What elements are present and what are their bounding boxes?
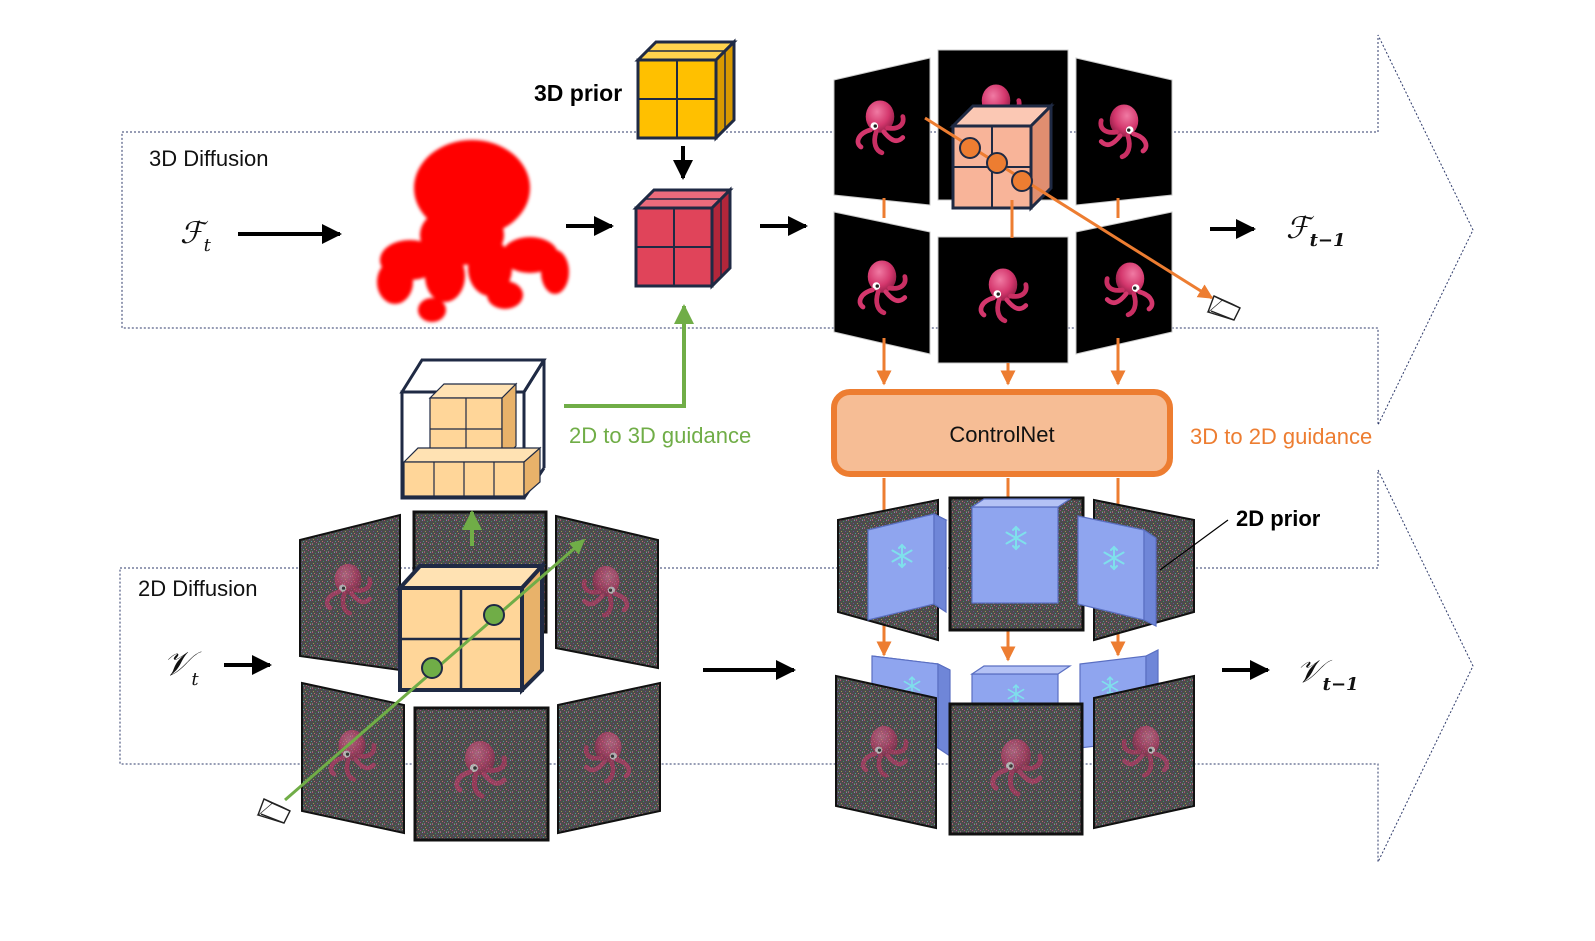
math-f-t-minus-1: ℱt−1: [1286, 211, 1346, 251]
diffusion-3d-label: 3D Diffusion: [149, 146, 268, 171]
math-f-t: ℱt: [180, 216, 212, 256]
render-view: [833, 211, 931, 355]
math-v-t: 𝒱t: [163, 644, 202, 690]
controlnet-label: ControlNet: [949, 422, 1054, 447]
render-view: [1075, 57, 1173, 206]
noisy-views-right-bottom: [835, 674, 1195, 836]
arrow-band-3d: [121, 34, 1474, 426]
orange-connectors-top: [876, 198, 1126, 386]
guidance-green-path: [564, 304, 694, 408]
prior-2d-label: 2D prior: [1236, 506, 1321, 531]
ray-sample-points-green: [421, 604, 505, 679]
render-view: [833, 57, 931, 206]
prior-2d-leader: [1159, 519, 1229, 571]
prior-3d-cube-icon: [634, 38, 738, 142]
prior-3d-label: 3D prior: [534, 80, 622, 106]
voxel-cube-icon: [399, 358, 547, 500]
camera-icon: [1207, 295, 1241, 321]
frozen-prior-blocks-top: [866, 498, 1157, 627]
render-view: [937, 236, 1069, 364]
controlnet-block: ControlNet: [831, 389, 1173, 477]
guidance-2d-to-3d-label: 2D to 3D guidance: [569, 423, 751, 448]
point-cloud: [377, 140, 569, 322]
camera-icon: [257, 798, 291, 824]
peach-cube-icon: [395, 560, 547, 695]
red-cube-icon: [632, 186, 734, 290]
render-view: [1075, 211, 1173, 355]
ray-sample-points: [959, 137, 1033, 192]
math-v-t-minus-1: 𝒱t−1: [1296, 652, 1359, 695]
diffusion-2d-label: 2D Diffusion: [138, 576, 257, 601]
guidance-3d-to-2d-label: 3D to 2D guidance: [1190, 424, 1372, 449]
